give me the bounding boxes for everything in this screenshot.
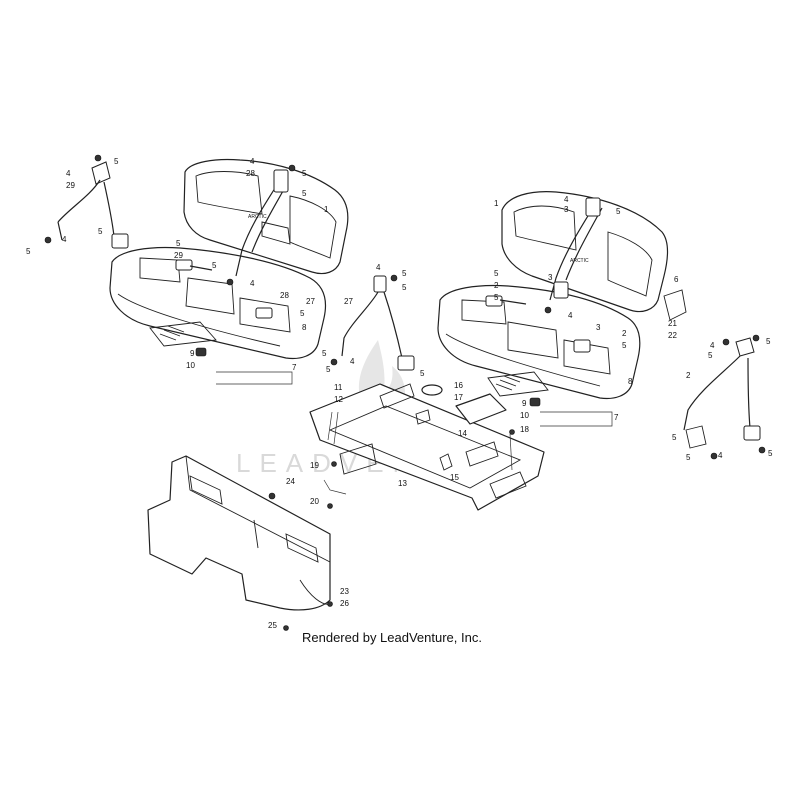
callout-27: 27	[344, 297, 353, 306]
callout-18: 18	[520, 425, 529, 434]
callout-23: 23	[340, 587, 349, 596]
callout-26: 26	[340, 599, 349, 608]
callout-8: 8	[302, 323, 307, 332]
callout-4: 4	[250, 157, 255, 166]
callout-5: 5	[766, 337, 771, 346]
callout-5: 5	[322, 349, 327, 358]
callout-17: 17	[454, 393, 463, 402]
callout-5: 5	[98, 227, 103, 236]
callout-4: 4	[250, 279, 255, 288]
callout-5: 5	[114, 157, 119, 166]
right-outer-seat-belt	[683, 334, 766, 460]
callout-2: 2	[686, 371, 691, 380]
callout-4: 4	[376, 263, 381, 272]
part-callouts: 4 5 29 5 5 4 4 28 5 5 1 5 29 5 4 28 27 5…	[26, 157, 773, 630]
callout-4: 4	[710, 341, 715, 350]
callout-4: 4	[350, 357, 355, 366]
callout-10: 10	[186, 361, 195, 370]
callout-12: 12	[334, 395, 343, 404]
callout-3: 3	[596, 323, 601, 332]
right-seat-backrest: ARCTIC	[501, 191, 669, 313]
callout-6: 6	[674, 275, 679, 284]
callout-5: 5	[300, 309, 305, 318]
callout-28: 28	[246, 169, 255, 178]
callout-5: 5	[768, 449, 773, 458]
callout-5: 5	[686, 453, 691, 462]
callout-4: 4	[62, 235, 67, 244]
rear-panel	[147, 455, 333, 631]
callout-5: 5	[420, 369, 425, 378]
callout-5: 5	[494, 293, 499, 302]
callout-15: 15	[450, 473, 459, 482]
callout-4: 4	[564, 195, 569, 204]
callout-5: 5	[302, 169, 307, 178]
callout-13: 13	[398, 479, 407, 488]
callout-19: 19	[310, 461, 319, 470]
left-outer-seat-belt	[44, 154, 129, 249]
callout-4: 4	[66, 169, 71, 178]
callout-27: 27	[306, 297, 315, 306]
callout-4: 4	[718, 451, 723, 460]
callout-5: 5	[672, 433, 677, 442]
render-credit: Rendered by LeadVenture, Inc.	[302, 630, 482, 645]
floor-pan	[309, 383, 545, 511]
callout-5: 5	[402, 269, 407, 278]
callout-20: 20	[310, 497, 319, 506]
callout-5: 5	[326, 365, 331, 374]
callout-29: 29	[66, 181, 75, 190]
callout-7: 7	[292, 363, 297, 372]
callout-16: 16	[454, 381, 463, 390]
callout-1: 1	[494, 199, 499, 208]
callout-5: 5	[26, 247, 31, 256]
right-center-seat-belt	[485, 197, 603, 353]
callout-7: 7	[614, 413, 619, 422]
callout-11: 11	[334, 383, 343, 392]
callout-5: 5	[708, 351, 713, 360]
callout-5: 5	[302, 189, 307, 198]
svg-text:ARCTIC: ARCTIC	[570, 258, 589, 264]
callout-5: 5	[176, 239, 181, 248]
callout-5: 5	[622, 341, 627, 350]
callout-5: 5	[402, 283, 407, 292]
callout-3: 3	[548, 273, 553, 282]
left-center-seat-belt	[175, 164, 296, 319]
callout-14: 14	[458, 429, 467, 438]
callout-10: 10	[520, 411, 529, 420]
callout-22: 22	[668, 331, 677, 340]
callout-29: 29	[174, 251, 183, 260]
left-seat-bracket	[149, 321, 293, 385]
callout-5: 5	[494, 269, 499, 278]
callout-25: 25	[268, 621, 277, 630]
left-seat-cushion	[109, 246, 327, 360]
callout-28: 28	[280, 291, 289, 300]
callout-5: 5	[212, 261, 217, 270]
callout-5: 5	[616, 207, 621, 216]
callout-2: 2	[622, 329, 627, 338]
callout-2: 2	[494, 281, 499, 290]
callout-24: 24	[286, 477, 295, 486]
center-seat-belt	[330, 274, 415, 371]
callout-4: 4	[568, 311, 573, 320]
callout-3: 3	[564, 205, 569, 214]
callout-9: 9	[190, 349, 195, 358]
right-seat-cushion	[437, 284, 641, 407]
callout-1: 1	[324, 205, 329, 214]
callout-21: 21	[668, 319, 677, 328]
callout-8: 8	[628, 377, 633, 386]
right-seat-bracket	[487, 289, 687, 427]
callout-9: 9	[522, 399, 527, 408]
